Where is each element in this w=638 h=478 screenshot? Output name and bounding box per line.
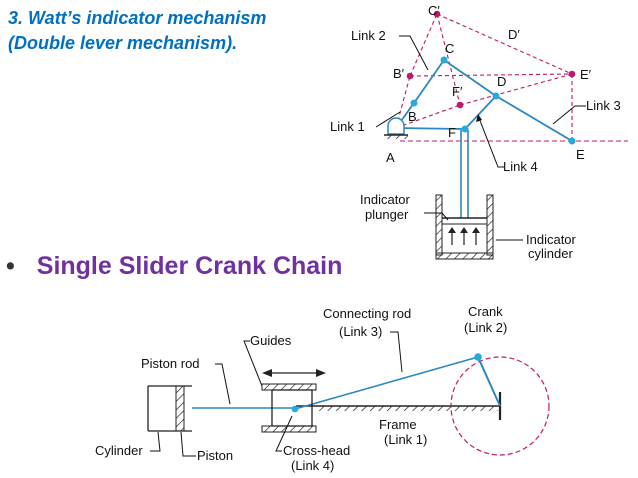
- watt-mechanism: A B C D E F B′ C′ D′ E′ F′ Link 2 Link 1…: [330, 3, 628, 261]
- cross-head-pin: [291, 405, 299, 413]
- link-2-label: Link 2: [351, 28, 386, 43]
- link-4-line: [464, 95, 497, 130]
- connecting-rod-leader: [390, 331, 403, 373]
- motion-arrow-left: [262, 369, 272, 377]
- bullet-dot: •: [6, 252, 15, 280]
- cross-head: [271, 389, 313, 427]
- link-1-label: Link 1: [330, 119, 365, 134]
- crank-label-2: (Link 2): [464, 320, 507, 335]
- crank-path-circle: [450, 356, 550, 456]
- link-1-leader: [375, 111, 401, 128]
- link-4-label: Link 4: [503, 159, 538, 174]
- slider-crank: Piston rod Guides Connecting rod (Link 3…: [95, 304, 550, 473]
- crank-pin: [474, 353, 482, 361]
- point-e-prime-label: E′: [580, 67, 592, 82]
- link-3-line: [495, 95, 573, 142]
- link-2-leader: [399, 35, 429, 71]
- indicator-plunger-label-2: plunger: [365, 207, 409, 222]
- indicator-cylinder: [435, 194, 494, 260]
- guide-top: [261, 383, 317, 391]
- point-d-label: D: [497, 74, 506, 89]
- slide-heading: 3. Watt’s indicator mechanism (Double le…: [8, 6, 266, 56]
- frame-label-2: (Link 1): [384, 432, 427, 447]
- indicator-plunger-leader: [424, 212, 449, 221]
- guides-label: Guides: [250, 333, 292, 348]
- connecting-rod-label-2: (Link 3): [339, 324, 382, 339]
- point-b-prime-label: B′: [393, 66, 405, 81]
- connecting-rod-label-1: Connecting rod: [323, 306, 411, 321]
- link-4-arrowhead: [476, 114, 482, 122]
- cylinder-label: Cylinder: [95, 443, 143, 458]
- displaced-position: [395, 13, 573, 141]
- heading-line-2: (Double lever mechanism).: [8, 33, 238, 53]
- link-bc-d: [443, 59, 497, 97]
- crank-label-1: Crank: [468, 304, 503, 319]
- cylinder: [147, 385, 192, 432]
- magenta-joints: [406, 10, 576, 109]
- piston: [175, 385, 185, 432]
- point-a-label: A: [386, 150, 395, 165]
- connecting-rod: [294, 356, 479, 410]
- blue-joints: [410, 56, 576, 145]
- point-e-label: E: [576, 147, 585, 162]
- crank-link: [477, 356, 501, 407]
- bullet-item: • Single Slider Crank Chain: [6, 252, 342, 281]
- guides-leader: [243, 340, 263, 387]
- point-c-prime-label: C′: [428, 3, 440, 18]
- point-f-prime-label: F′: [452, 84, 463, 99]
- fixed-pivot-a: [384, 117, 408, 139]
- bullet-text: Single Slider Crank Chain: [36, 252, 343, 280]
- guide-bottom: [261, 425, 317, 433]
- piston-rod-label: Piston rod: [141, 356, 200, 371]
- point-b-label: B: [408, 109, 417, 124]
- point-c-label: C: [445, 41, 454, 56]
- point-d-prime-label: D′: [508, 27, 520, 42]
- heading-line-1: 3. Watt’s indicator mechanism: [8, 8, 267, 28]
- cross-head-label-2: (Link 4): [291, 458, 334, 473]
- link-ab-f: [395, 127, 466, 130]
- point-f-label: F: [448, 125, 456, 140]
- link-2-line: [413, 59, 445, 104]
- piston-rod-leader: [215, 363, 231, 405]
- cylinder-leader: [150, 431, 161, 452]
- indicator-plunger-label-1: Indicator: [360, 192, 411, 207]
- link-4-leader: [478, 117, 504, 168]
- frame-hatching: [318, 406, 498, 411]
- cross-head-label-1: Cross-head: [283, 443, 350, 458]
- piston-leader: [180, 431, 196, 457]
- link-3-leader: [552, 105, 586, 125]
- frame-label-1: Frame: [379, 417, 417, 432]
- indicator-cylinder-label-1: Indicator: [526, 232, 577, 247]
- indicator-cylinder-label-2: cylinder: [528, 246, 573, 261]
- solid-links: [395, 59, 573, 142]
- cross-head-leader: [275, 415, 293, 452]
- link-3-label: Link 3: [586, 98, 621, 113]
- piston-label: Piston: [197, 448, 233, 463]
- motion-arrow-right: [316, 369, 326, 377]
